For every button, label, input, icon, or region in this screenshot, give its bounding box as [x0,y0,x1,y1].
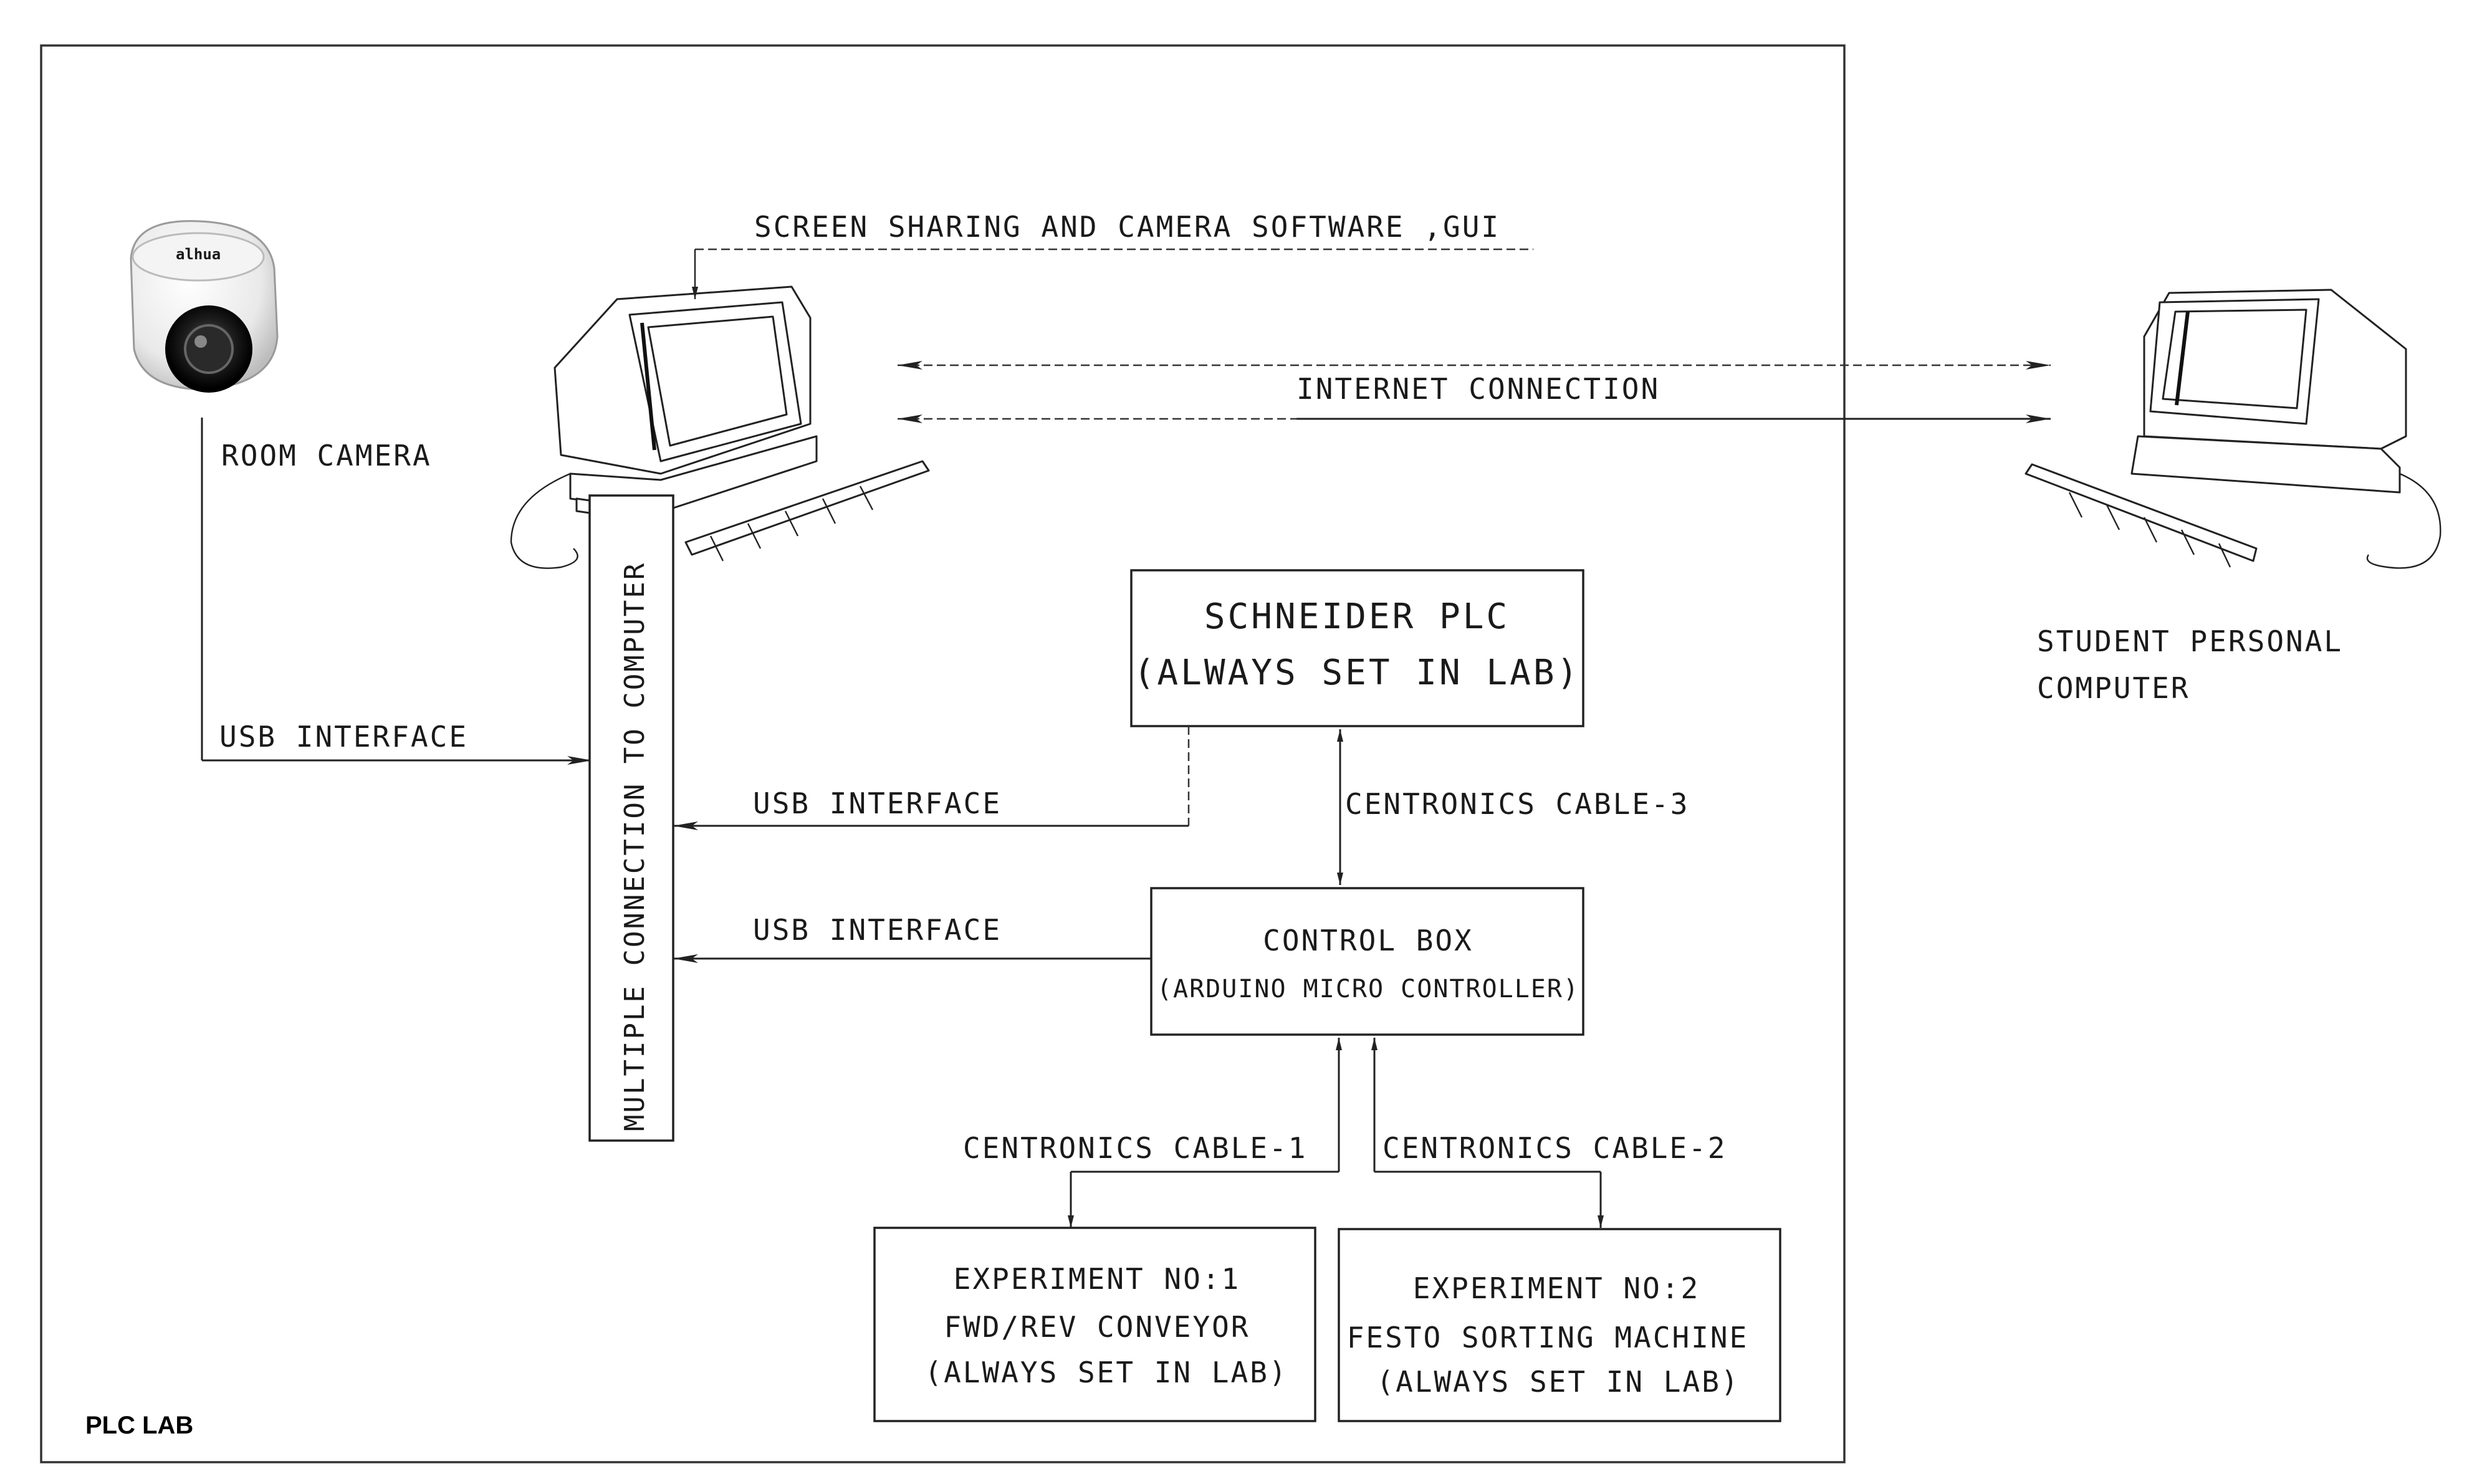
usb-plc-label: USB INTERFACE [753,787,1002,820]
camera-icon: alhua [130,220,279,393]
exp1-line3: (ALWAYS SET IN LAB) [924,1356,1288,1389]
plc-title: SCHNEIDER PLC [1204,596,1510,637]
student-label-1: STUDENT PERSONAL [2037,625,2343,658]
cable1-label: CENTRONICS CABLE-1 [963,1131,1308,1165]
exp1-line1: EXPERIMENT NO:1 [954,1262,1240,1296]
student-label-2: COMPUTER [2037,671,2190,705]
multiple-connection-label: MULTIPLE CONNECTION TO COMPUTER [619,562,651,1131]
schneider-plc-box [1130,569,1584,727]
exp2-line1: EXPERIMENT NO:2 [1413,1271,1700,1305]
cable3-label: CENTRONICS CABLE-3 [1345,787,1690,821]
camera-brand: alhua [176,246,221,263]
usb-camera-label: USB INTERFACE [219,720,468,754]
internet-label: INTERNET CONNECTION [1296,372,1660,406]
lab-computer-icon [510,285,930,569]
screen-sharing-label: SCREEN SHARING AND CAMERA SOFTWARE ,GUI [754,210,1500,244]
control-box [1150,887,1584,1036]
control-box-title: CONTROL BOX [1263,924,1473,957]
lab-frame [40,44,1846,1463]
student-computer-icon [2024,289,2441,569]
control-box-subtitle: (ARDUINO MICRO CONTROLLER) [1157,975,1579,1003]
exp1-line2: FWD/REV CONVEYOR [944,1310,1250,1344]
exp2-line2: FESTO SORTING MACHINE [1347,1321,1749,1354]
experiment-2-box [1338,1228,1781,1422]
plc-subtitle: (ALWAYS SET IN LAB) [1134,653,1581,693]
experiment-1-box [873,1227,1316,1422]
room-camera-label: ROOM CAMERA [221,439,432,472]
multiple-connection-bar [588,494,674,1142]
plc-lab-caption: PLC LAB [85,1412,193,1439]
usb-control-label: USB INTERFACE [753,913,1002,947]
exp2-line3: (ALWAYS SET IN LAB) [1376,1365,1740,1399]
cable2-label: CENTRONICS CABLE-2 [1382,1131,1727,1165]
